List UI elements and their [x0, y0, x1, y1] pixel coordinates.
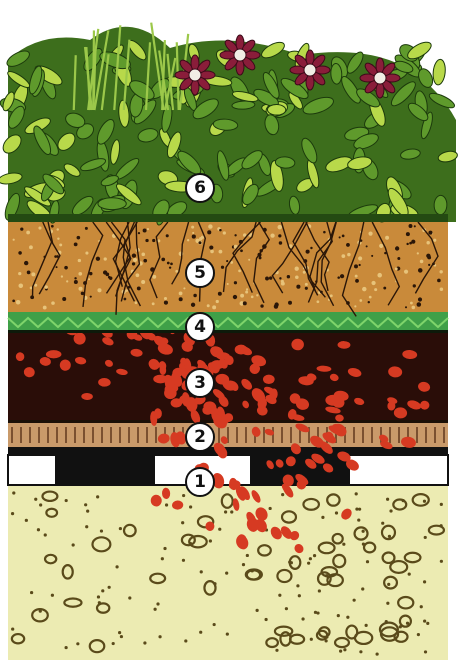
layer-marker-5: 5: [185, 258, 215, 288]
base-substrate-layer: [8, 486, 448, 660]
layer-marker-3: 3: [185, 368, 215, 398]
vegetation-layer: [0, 23, 458, 226]
filter-fabric-layer: [8, 312, 448, 333]
layer-marker-1: 1: [185, 467, 215, 497]
layer-marker-6: 6: [185, 173, 215, 203]
growing-medium-layer: [8, 222, 448, 316]
membrane-layer: [8, 447, 448, 485]
layer-marker-4: 4: [185, 312, 215, 342]
layer-marker-2: 2: [185, 422, 215, 452]
